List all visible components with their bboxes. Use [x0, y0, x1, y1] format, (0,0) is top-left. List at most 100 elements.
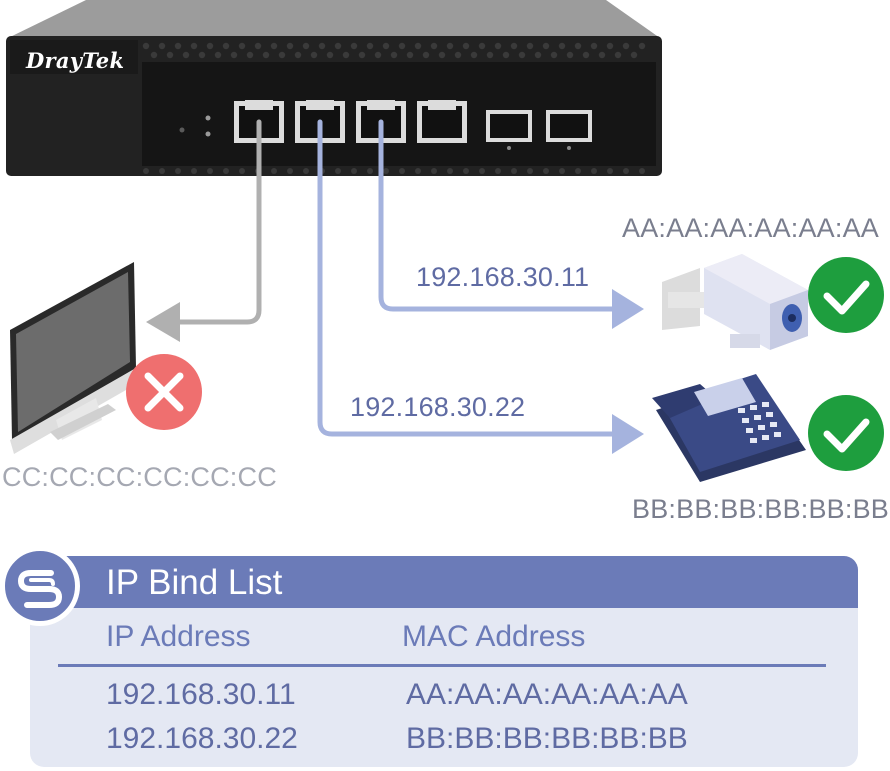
vent-hole	[598, 51, 606, 59]
vent-hole	[478, 42, 486, 50]
vent-hole	[446, 42, 454, 50]
vent-hole	[510, 42, 518, 50]
vent-hole	[495, 168, 501, 174]
vent-hole	[246, 51, 254, 59]
vent-hole	[287, 168, 293, 174]
table-row-2-ip: 192.168.30.22	[106, 722, 298, 755]
vent-hole	[198, 51, 206, 59]
vent-hole	[158, 42, 166, 50]
vent-hole	[222, 42, 230, 50]
vent-hole	[254, 42, 262, 50]
vent-hole	[239, 168, 245, 174]
arrow-to-phone-icon	[612, 414, 644, 454]
vent-hole	[159, 168, 165, 174]
vent-hole	[638, 42, 646, 50]
vent-hole	[207, 168, 213, 174]
vent-hole	[390, 51, 398, 59]
vent-hole	[438, 51, 446, 59]
vent-hole	[543, 168, 549, 174]
vent-hole	[486, 51, 494, 59]
vent-hole	[630, 51, 638, 59]
vent-hole	[350, 42, 358, 50]
vent-hole	[559, 168, 565, 174]
vent-hole	[262, 51, 270, 59]
vent-hole	[550, 51, 558, 59]
vent-hole	[223, 168, 229, 174]
vent-hole	[382, 42, 390, 50]
vent-hole	[367, 168, 373, 174]
error-x-icon	[126, 354, 202, 430]
vent-hole	[294, 51, 302, 59]
vent-hole	[566, 51, 574, 59]
vent-hole	[271, 168, 277, 174]
vent-hole	[406, 51, 414, 59]
check-camera-icon	[808, 257, 884, 333]
vent-hole	[526, 42, 534, 50]
vent-hole	[623, 168, 629, 174]
vent-hole	[286, 42, 294, 50]
vent-hole	[606, 42, 614, 50]
vent-hole	[527, 168, 533, 174]
bind-list-logo-icon	[0, 546, 80, 626]
led-icon	[205, 131, 211, 137]
table-row-1-ip: 192.168.30.11	[106, 678, 296, 711]
vent-hole	[214, 51, 222, 59]
cable-to-pc	[165, 119, 262, 325]
vent-hole	[278, 51, 286, 59]
vent-hole	[575, 168, 581, 174]
vent-hole	[206, 42, 214, 50]
vent-hole	[479, 168, 485, 174]
vent-hole	[622, 42, 630, 50]
vent-hole	[318, 42, 326, 50]
vent-hole	[310, 51, 318, 59]
vent-hole	[238, 42, 246, 50]
vent-hole	[414, 42, 422, 50]
vent-hole	[335, 168, 341, 174]
table-row-1-mac: AA:AA:AA:AA:AA:AA	[406, 678, 688, 711]
check-phone-icon	[808, 395, 884, 471]
vent-hole	[142, 42, 150, 50]
vent-hole	[454, 51, 462, 59]
vent-hole	[518, 51, 526, 59]
vent-hole	[614, 51, 622, 59]
ethernet-port-4-icon	[417, 100, 467, 143]
vent-hole	[494, 42, 502, 50]
vent-hole	[470, 51, 478, 59]
monitor-icon	[10, 262, 140, 454]
vent-hole	[558, 42, 566, 50]
sfp-port-2-icon	[546, 110, 592, 150]
ip-phone-icon	[652, 374, 806, 482]
brand-logo: DrayTek	[26, 48, 125, 73]
sfp-port-1-icon	[486, 110, 532, 150]
vent-hole	[422, 51, 430, 59]
vent-hole	[166, 51, 174, 59]
vent-hole	[447, 168, 453, 174]
vent-hole	[150, 51, 158, 59]
vent-hole	[542, 42, 550, 50]
arrow-to-pc-icon	[146, 302, 180, 342]
vent-hole	[383, 168, 389, 174]
phone-mac-label: BB:BB:BB:BB:BB:BB	[632, 494, 890, 524]
vent-hole	[270, 42, 278, 50]
cable-to-phone	[317, 119, 625, 437]
vent-hole	[591, 168, 597, 174]
vent-hole	[230, 51, 238, 59]
column-header-ip: IP Address	[106, 620, 251, 653]
vent-hole	[326, 51, 334, 59]
vent-hole	[358, 51, 366, 59]
cable-to-camera	[378, 119, 625, 312]
vent-hole	[334, 42, 342, 50]
camera-ip-label: 192.168.30.11	[416, 262, 590, 292]
vent-hole	[607, 168, 613, 174]
vent-hole	[399, 168, 405, 174]
vent-hole	[366, 42, 374, 50]
vent-hole	[502, 51, 510, 59]
vent-hole	[430, 42, 438, 50]
vent-hole	[175, 168, 181, 174]
router	[6, 0, 662, 176]
led-icon	[205, 115, 211, 121]
vent-hole	[534, 51, 542, 59]
security-camera-icon	[662, 254, 808, 350]
table-divider	[58, 664, 826, 667]
